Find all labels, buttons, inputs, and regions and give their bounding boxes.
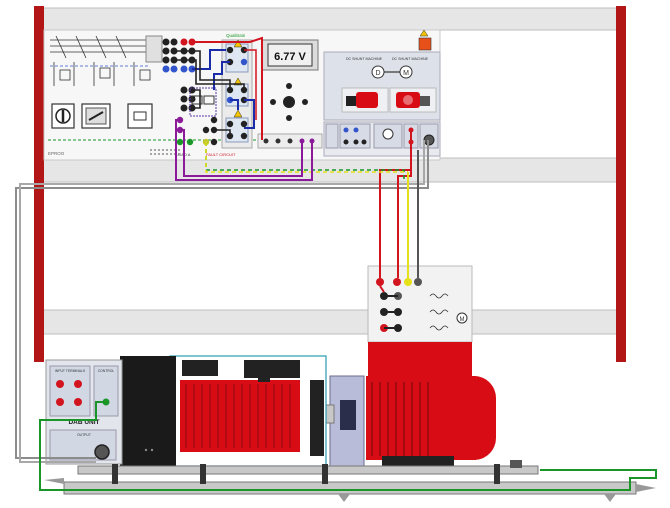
dab-socket-2[interactable]	[74, 380, 82, 388]
wire-purple	[175, 119, 313, 181]
motor-coil-symbol	[456, 312, 468, 324]
voltmeter-reading: 6.77 V	[274, 51, 306, 63]
machine-set: INPUT TERMINALS CONTROL DAB UNIT OUTPUT	[44, 342, 656, 502]
rack-right-post	[616, 6, 626, 362]
rack-lower-rail	[39, 309, 621, 335]
dab-sub-right: CONTROL	[98, 369, 115, 373]
transformer-symbol	[189, 87, 217, 117]
motor-coil-label: M	[460, 317, 465, 323]
panel-brand-center: Qualitrain	[226, 33, 246, 38]
control-panel: EPROO Qualitr	[43, 29, 441, 161]
rack-top-rail	[39, 7, 621, 31]
rack-middle-rail	[39, 157, 621, 183]
dc-machine-body	[180, 380, 300, 452]
voltmeter-display	[267, 43, 313, 67]
dab-socket-4[interactable]	[74, 398, 82, 406]
motor-title-right: DC SHUNT MACHINE	[392, 57, 429, 61]
warning-lamp	[418, 37, 432, 51]
wiring	[15, 36, 657, 491]
dab-sub-left: INPUT TERMINALS	[55, 369, 86, 373]
terminal-box: M	[367, 265, 473, 343]
motor-title-left: DC SHUNT MACHINE	[346, 57, 383, 61]
machine-base-rail-lower	[63, 481, 637, 495]
dab-output-connector[interactable]	[94, 444, 110, 460]
dab-socket-3[interactable]	[56, 398, 64, 406]
breaker-block	[145, 35, 163, 63]
dab-socket-1[interactable]	[56, 380, 64, 388]
induction-motor-endcap	[440, 376, 496, 460]
panel-brand-left: EPROO	[48, 151, 65, 156]
motor-terminal-cover	[368, 342, 472, 376]
panel-label-right: FAULT CIRCUIT	[206, 152, 236, 157]
navigation-dial[interactable]	[270, 83, 308, 121]
machine-base-rail-upper	[77, 465, 539, 475]
motor-symbol-label: M	[403, 70, 409, 77]
dab-bottom-label: OUTPUT	[77, 433, 91, 437]
power-supply-cabinet	[120, 356, 176, 468]
wire-gray-loop	[15, 140, 429, 459]
generator-symbol-label: D	[375, 70, 380, 77]
wire-green-dab	[39, 401, 657, 491]
dab-unit-label: DAB UNIT	[68, 419, 99, 426]
busbar-schematic	[50, 35, 151, 86]
